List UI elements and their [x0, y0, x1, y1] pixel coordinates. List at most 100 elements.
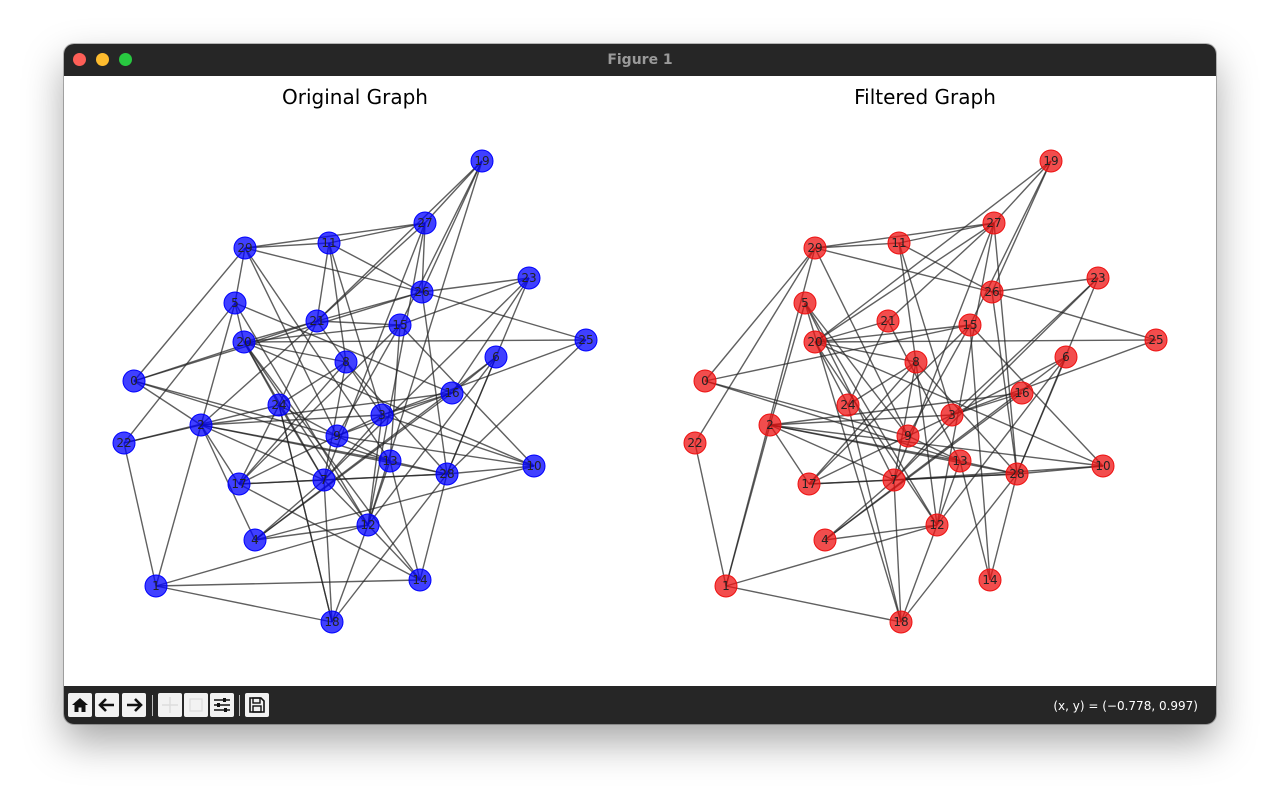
node-label: 9 — [904, 429, 912, 443]
graph-edge — [887, 222, 995, 322]
node-label: 22 — [687, 436, 702, 450]
graph-edge — [893, 414, 953, 481]
node-label: 1 — [722, 579, 730, 593]
graph-edge — [446, 465, 535, 475]
graph-edge — [316, 242, 330, 322]
node-label: 2 — [766, 418, 774, 432]
node-label: 3 — [948, 408, 956, 422]
graph-edge — [808, 324, 971, 485]
back-arrow-icon — [98, 698, 114, 712]
graph-edge — [243, 341, 421, 581]
graph-edge — [915, 361, 1018, 475]
graph-node — [940, 403, 964, 427]
node-label: 20 — [807, 335, 822, 349]
graph-edge — [887, 320, 961, 462]
window-title: Figure 1 — [607, 52, 673, 68]
graph-edge — [694, 442, 727, 587]
node-label: 2 — [197, 418, 205, 432]
graph-edge — [331, 524, 369, 623]
filtered-graph-title: Filtered Graph — [854, 85, 996, 109]
graph-node — [517, 266, 541, 290]
graph-edge — [238, 483, 421, 581]
graph-edge — [814, 341, 938, 526]
graph-node — [1144, 328, 1168, 352]
graph-edge — [814, 341, 849, 406]
graph-edge — [254, 524, 369, 541]
graph-node — [356, 513, 380, 537]
close-button[interactable] — [73, 53, 86, 66]
graph-edge — [278, 404, 333, 623]
node-label: 28 — [1009, 467, 1024, 481]
save-button[interactable] — [245, 693, 269, 717]
node-label: 21 — [880, 314, 895, 328]
node-label: 22 — [116, 436, 131, 450]
graph-edge — [238, 435, 338, 485]
toolbar-separator — [239, 695, 240, 716]
graph-edge — [238, 324, 401, 485]
node-label: 17 — [231, 477, 246, 491]
node-label: 0 — [701, 374, 709, 388]
graph-edge — [155, 579, 421, 587]
graph-edge — [989, 473, 1018, 581]
graph-edge — [316, 320, 401, 326]
graph-edge — [704, 324, 971, 382]
graph-edge — [951, 339, 1157, 416]
cursor-coordinates: (x, y) = (−0.778, 0.997) — [1053, 699, 1198, 713]
graph-edge — [814, 341, 1104, 467]
graph-edge — [200, 302, 236, 426]
node-label: 18 — [324, 615, 339, 629]
graph-edge — [769, 392, 1023, 426]
graph-edge — [254, 479, 325, 541]
node-label: 21 — [309, 314, 324, 328]
node-label: 20 — [236, 335, 251, 349]
home-button[interactable] — [68, 693, 92, 717]
graph-edge — [725, 424, 771, 587]
forward-button[interactable] — [122, 693, 146, 717]
configure-subplots-button[interactable] — [210, 693, 234, 717]
maximize-button[interactable] — [119, 53, 132, 66]
graph-edge — [847, 404, 902, 623]
node-label: 8 — [342, 355, 350, 369]
graph-edge — [446, 339, 587, 475]
graph-edge — [381, 339, 587, 416]
graph-edge — [814, 339, 1157, 343]
graph-node — [317, 231, 341, 255]
node-label: 8 — [912, 355, 920, 369]
graph-node — [325, 424, 349, 448]
graph-node — [803, 236, 827, 260]
minimize-button[interactable] — [96, 53, 109, 66]
graph-edge — [133, 247, 246, 382]
graph-edge — [824, 524, 938, 541]
node-label: 27 — [986, 216, 1001, 230]
graph-node — [683, 431, 707, 455]
back-button[interactable] — [95, 693, 119, 717]
graph-edge — [133, 380, 338, 437]
graph-edge — [381, 392, 453, 416]
graph-node — [793, 291, 817, 315]
graph-edge — [725, 524, 938, 587]
graph-node — [948, 449, 972, 473]
graph-edge — [316, 222, 426, 322]
graph-node — [334, 350, 358, 374]
graph-edge — [243, 341, 347, 363]
node-label: 11 — [321, 236, 336, 250]
pan-button[interactable] — [158, 693, 182, 717]
graph-edge — [969, 324, 991, 581]
graph-edge — [936, 222, 995, 526]
graph-node — [370, 403, 394, 427]
graph-edge — [316, 160, 483, 322]
graph-node — [1086, 266, 1110, 290]
graph-node — [267, 393, 291, 417]
graph-edge — [893, 473, 1018, 481]
node-label: 24 — [840, 398, 855, 412]
graph-edge — [769, 424, 1018, 475]
graph-edge — [243, 324, 401, 343]
graph-edge — [893, 479, 902, 623]
node-label: 26 — [984, 285, 999, 299]
graph-node — [925, 513, 949, 537]
graph-edge — [336, 435, 535, 467]
zoom-button[interactable] — [184, 693, 208, 717]
